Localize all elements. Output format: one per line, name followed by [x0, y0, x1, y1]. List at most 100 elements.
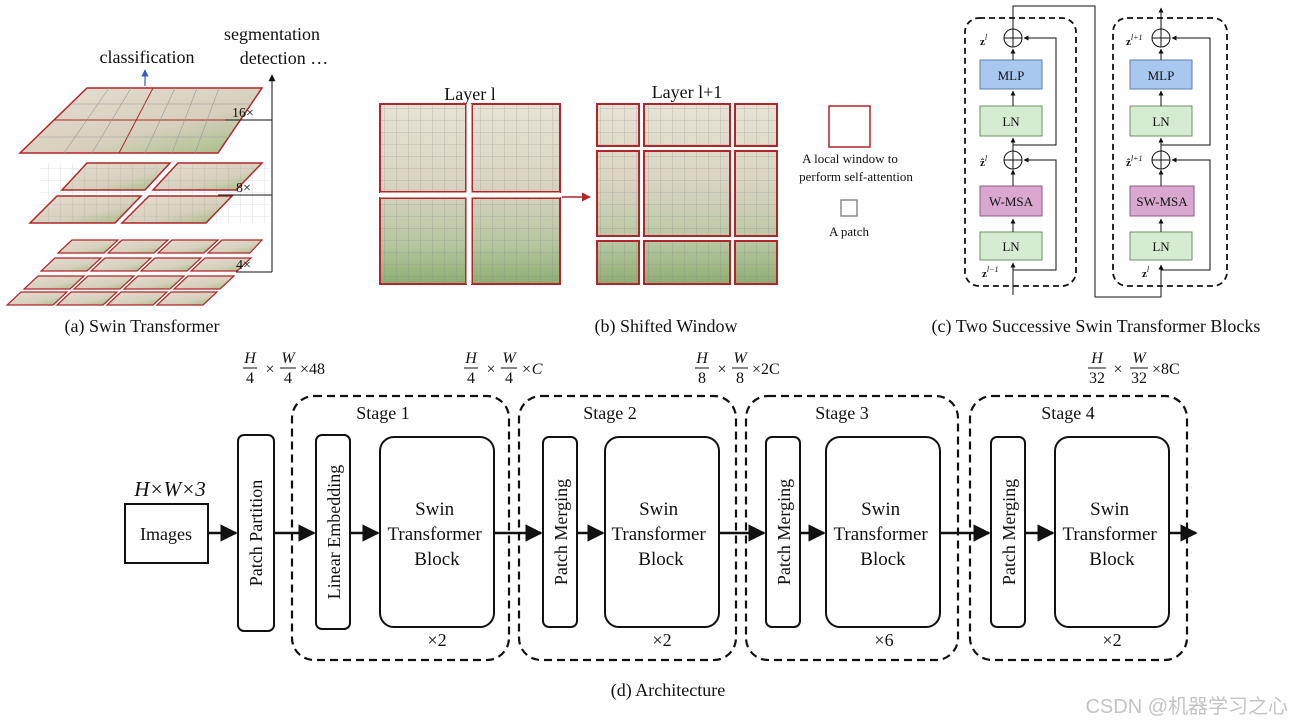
watermark: CSDN @机器学习之心	[1085, 695, 1288, 718]
layer-l1-image	[596, 103, 778, 285]
layer-l-title: Layer l	[444, 84, 495, 104]
scale-8x: 8×	[236, 181, 251, 196]
block2-ln-top	[1129, 105, 1193, 137]
var-z-l-minus-1: zl−1	[982, 265, 999, 280]
stage-2-title: Stage 2	[583, 403, 637, 423]
svg-text:W: W	[1132, 350, 1147, 367]
panel-c: LN W-MSA LN MLP LN SW-MSA LN	[932, 5, 1261, 337]
svg-text:4: 4	[246, 370, 254, 387]
swin-block-2-label: Swin Transformer Block	[611, 499, 710, 570]
block1-ln-bottom-label: LN	[1002, 239, 1020, 254]
block1-ln-top	[979, 105, 1043, 137]
stage-1-title: Stage 1	[356, 403, 410, 423]
swin-block-3-label: Swin Transformer Block	[833, 499, 932, 570]
svg-text:8: 8	[698, 370, 706, 387]
legend-patch: A patch	[829, 224, 870, 239]
block2-ln-bottom	[1129, 231, 1193, 261]
block2-mlp-label: MLP	[1148, 68, 1175, 83]
stage-3-repeat: ×6	[874, 630, 893, 650]
stage-1-frame	[290, 394, 511, 662]
block1-ln-top-label: LN	[1002, 114, 1020, 129]
svg-text:4: 4	[505, 370, 513, 387]
label-segmentation: segmentation	[224, 24, 320, 44]
feature-map-16x	[18, 87, 264, 154]
dim-label-1: H 4 × W 4 ×48	[243, 350, 325, 387]
patch-partition-label: Patch Partition	[246, 480, 266, 587]
stage-3-frame	[744, 394, 960, 662]
scale-16x: 16×	[232, 106, 254, 121]
svg-text:H: H	[243, 350, 257, 367]
caption-c: (c) Two Successive Swin Transformer Bloc…	[932, 316, 1261, 337]
svg-text:×2C: ×2C	[752, 361, 780, 378]
svg-text:32: 32	[1089, 370, 1105, 387]
legend-patch-swatch	[840, 199, 858, 217]
svg-text:×: ×	[1113, 361, 1122, 378]
dim-label-3: H 8 × W 8 ×2C	[695, 350, 780, 387]
var-z-l-plus-1: zl+1	[1126, 33, 1143, 48]
swin-block-4-label: Swin Transformer Block	[1062, 499, 1161, 570]
block-2-frame	[1112, 17, 1228, 287]
caption-b: (b) Shifted Window	[595, 316, 738, 337]
panel-d: H 4 × W 4 ×48 H 4 × W 4 ×C H 8 × W 8	[124, 350, 1198, 701]
block1-ln-bottom	[979, 231, 1043, 261]
scale-4x: 4×	[236, 258, 251, 273]
svg-text:4: 4	[284, 370, 292, 387]
block2-mlp	[1129, 59, 1193, 90]
legend-window-line1: A local window to	[802, 151, 898, 166]
var-zhat-l-plus-1: ẑl+1	[1126, 154, 1143, 169]
stage-3-title: Stage 3	[815, 403, 869, 423]
var-z-l: zl	[980, 33, 988, 48]
caption-d: (d) Architecture	[611, 680, 725, 701]
svg-text:8: 8	[736, 370, 744, 387]
linear-embedding-label: Linear Embedding	[324, 465, 344, 599]
svg-text:W: W	[733, 350, 748, 367]
svg-text:×48: ×48	[300, 361, 325, 378]
patch-merging-3-label: Patch Merging	[999, 479, 1019, 585]
svg-text:×C: ×C	[521, 361, 543, 378]
block1-w-msa	[979, 185, 1043, 217]
svg-text:32: 32	[1131, 370, 1147, 387]
images-box	[124, 503, 209, 564]
stage-4-repeat: ×2	[1102, 630, 1121, 650]
feature-map-8x	[28, 162, 270, 224]
input-dims: H×W×3	[133, 477, 206, 501]
swin-block-1-label: Swin Transformer Block	[387, 499, 486, 570]
block1-w-msa-label: W-MSA	[989, 194, 1034, 209]
svg-text:H: H	[695, 350, 709, 367]
feature-map-4x	[5, 239, 264, 306]
svg-text:H: H	[1090, 350, 1104, 367]
panel-b: Layer l Layer l+1	[379, 82, 913, 337]
legend-window-line2: perform self-attention	[799, 169, 913, 184]
block2-ln-bottom-label: LN	[1152, 239, 1170, 254]
label-detection: detection …	[240, 48, 328, 68]
svg-text:×8C: ×8C	[1152, 361, 1180, 378]
block2-sw-msa	[1129, 185, 1195, 217]
block1-mlp-label: MLP	[998, 68, 1025, 83]
svg-text:W: W	[502, 350, 517, 367]
patch-merging-1-label: Patch Merging	[551, 479, 571, 585]
stage-1-repeat: ×2	[427, 630, 446, 650]
layer-l1-title: Layer l+1	[652, 82, 723, 102]
svg-text:H: H	[464, 350, 478, 367]
svg-text:4: 4	[467, 370, 475, 387]
images-label: Images	[140, 524, 192, 544]
label-classification: classification	[100, 47, 195, 67]
block1-mlp	[979, 59, 1043, 90]
block-1-frame	[964, 17, 1077, 287]
panel-a: classification segmentation detection … …	[5, 24, 328, 337]
dim-label-4: H 32 × W 32 ×8C	[1088, 350, 1180, 387]
patch-merging-2-label: Patch Merging	[774, 479, 794, 585]
var-zhat-l: ẑl	[980, 154, 988, 169]
dim-label-2: H 4 × W 4 ×C	[464, 350, 543, 387]
stage-2-repeat: ×2	[652, 630, 671, 650]
stage-2-frame	[517, 394, 738, 662]
svg-text:×: ×	[717, 361, 726, 378]
caption-a: (a) Swin Transformer	[65, 316, 220, 337]
legend-window-swatch	[828, 105, 871, 148]
svg-text:W: W	[281, 350, 296, 367]
block2-ln-top-label: LN	[1152, 114, 1170, 129]
svg-text:×: ×	[486, 361, 495, 378]
block2-sw-msa-label: SW-MSA	[1136, 194, 1188, 209]
layer-l-image	[379, 103, 561, 285]
